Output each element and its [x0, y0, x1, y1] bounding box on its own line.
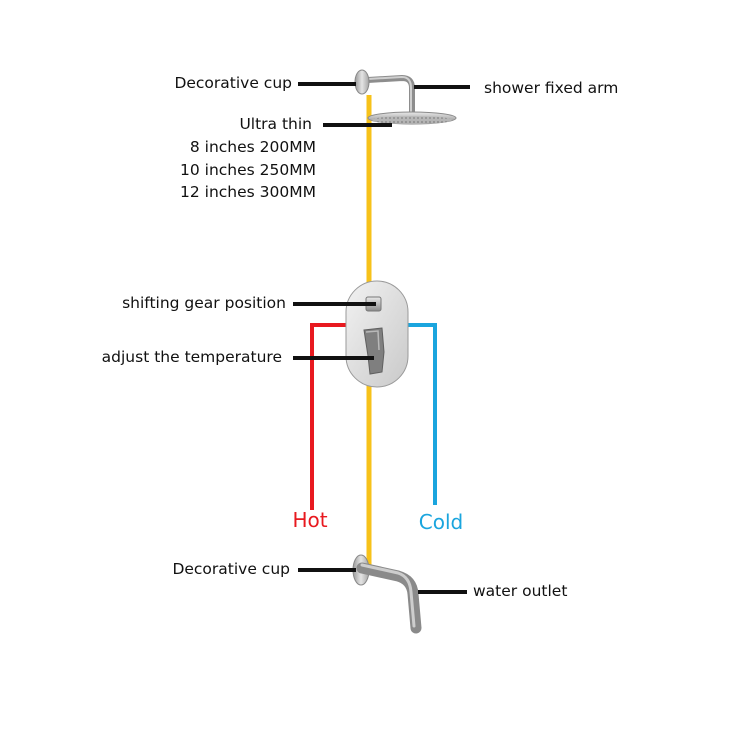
label-decorative-cup-top: Decorative cup	[174, 74, 292, 92]
shower-arm	[365, 74, 415, 118]
label-water-outlet: water outlet	[473, 582, 567, 600]
label-shifting-gear-position: shifting gear position	[122, 294, 286, 312]
mixer-valve	[345, 280, 409, 388]
label-shower-fixed-arm: shower fixed arm	[484, 79, 618, 97]
label-size-8: 8 inches 200MM	[190, 138, 316, 156]
tub-spout	[356, 562, 422, 634]
label-decorative-cup-bottom: Decorative cup	[172, 560, 290, 578]
label-ultra-thin: Ultra thin	[239, 115, 312, 133]
label-hot: Hot	[292, 508, 327, 532]
leader-lines	[293, 82, 470, 594]
shower-head	[367, 111, 457, 125]
label-size-10: 10 inches 250MM	[180, 161, 316, 179]
label-size-12: 12 inches 300MM	[180, 183, 316, 201]
hot-line	[310, 323, 358, 510]
label-adjust-temperature: adjust the temperature	[102, 348, 282, 366]
decorative-cup-top	[354, 69, 370, 95]
label-cold: Cold	[419, 510, 463, 534]
